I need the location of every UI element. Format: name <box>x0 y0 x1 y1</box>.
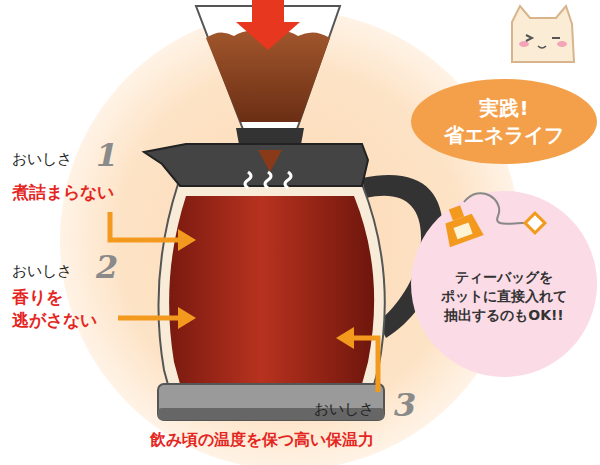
callout-arrow <box>110 212 378 392</box>
carafe <box>144 144 443 420</box>
callout-number: 2 <box>96 248 118 286</box>
pour-arrow <box>236 0 300 50</box>
feature-text: 煮詰まらない <box>12 182 114 202</box>
callout-number: 3 <box>394 386 416 424</box>
feature-text: 飲み頃の温度を保つ高い保温力 <box>150 430 374 449</box>
theme-badge-outline <box>410 78 598 165</box>
callout-caption: おいしさ <box>12 262 72 280</box>
callout-caption: おいしさ <box>314 400 374 418</box>
tip-circle: ティーバッグを ポットに直接入れて 抽出するのもOK!! <box>410 190 598 378</box>
arrowhead <box>178 229 354 349</box>
text-holder: ティーバッグを ポットに直接入れて 抽出するのもOK!! <box>410 268 598 325</box>
teabag-icon <box>438 193 545 247</box>
theme-badge: 実践! 省エネライフ <box>410 78 598 165</box>
steam <box>245 172 291 188</box>
callout-number: 1 <box>96 136 118 174</box>
tip-circle-text: ティーバッグを ポットに直接入れて 抽出するのもOK!! <box>441 268 567 325</box>
cat-icon <box>512 6 574 62</box>
theme-badge-text: 実践! 省エネライフ <box>444 95 564 149</box>
callout-caption: おいしさ <box>12 150 72 168</box>
feature-text: 香りを 逃がさない <box>12 286 97 332</box>
background-circle <box>60 10 520 465</box>
text-holder: 実践! 省エネライフ <box>410 95 598 149</box>
